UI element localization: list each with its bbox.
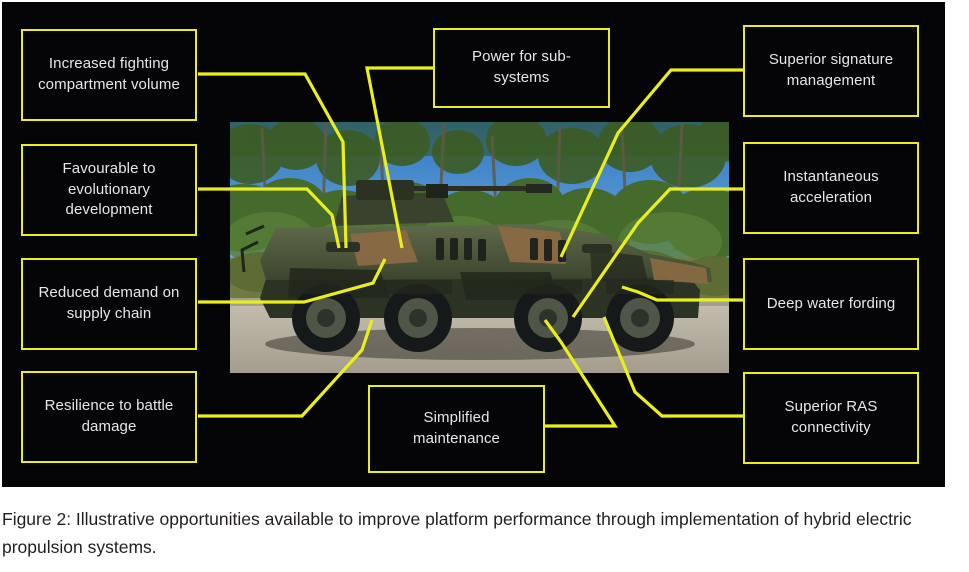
- vehicle-photo-illustration: [230, 122, 729, 373]
- callout-label: Power for sub-systems: [472, 48, 571, 86]
- callout-superior-signature-management[interactable]: Superior signature management: [743, 25, 919, 117]
- callout-label: Reduced demand on supply chain: [38, 284, 180, 322]
- callout-simplified-maintenance[interactable]: Simplified maintenance: [368, 385, 545, 473]
- vehicle-photograph: [230, 122, 729, 373]
- diagram-panel: Increased fighting compartment volume Fa…: [2, 2, 945, 487]
- callout-instantaneous-acceleration[interactable]: Instantaneous acceleration: [743, 142, 919, 234]
- callout-label: Superior signature management: [768, 51, 894, 89]
- figure-caption: Figure 2: Illustrative opportunities ava…: [2, 509, 912, 558]
- callout-label: Increased fighting compartment volume: [38, 55, 180, 93]
- callout-favourable-to-evolutionary-development[interactable]: Favourable to evolutionary development: [21, 144, 197, 236]
- callout-superior-ras-connectivity[interactable]: Superior RAS connectivity: [743, 372, 919, 464]
- callout-label: Instantaneous acceleration: [783, 168, 879, 206]
- callout-resilience-to-battle-damage[interactable]: Resilience to battle damage: [21, 371, 197, 463]
- callout-power-for-sub-systems[interactable]: Power for sub-systems: [433, 28, 610, 108]
- callout-label: Deep water fording: [766, 294, 896, 312]
- callout-label: Superior RAS connectivity: [784, 398, 878, 436]
- callout-label: Simplified maintenance: [413, 409, 500, 447]
- callout-label: Favourable to evolutionary development: [62, 159, 156, 219]
- callout-label: Resilience to battle damage: [44, 397, 174, 435]
- callout-increased-fighting-compartment-volume[interactable]: Increased fighting compartment volume: [21, 29, 197, 121]
- callout-deep-water-fording[interactable]: Deep water fording: [743, 258, 919, 350]
- callout-reduced-demand-on-supply-chain[interactable]: Reduced demand on supply chain: [21, 258, 197, 350]
